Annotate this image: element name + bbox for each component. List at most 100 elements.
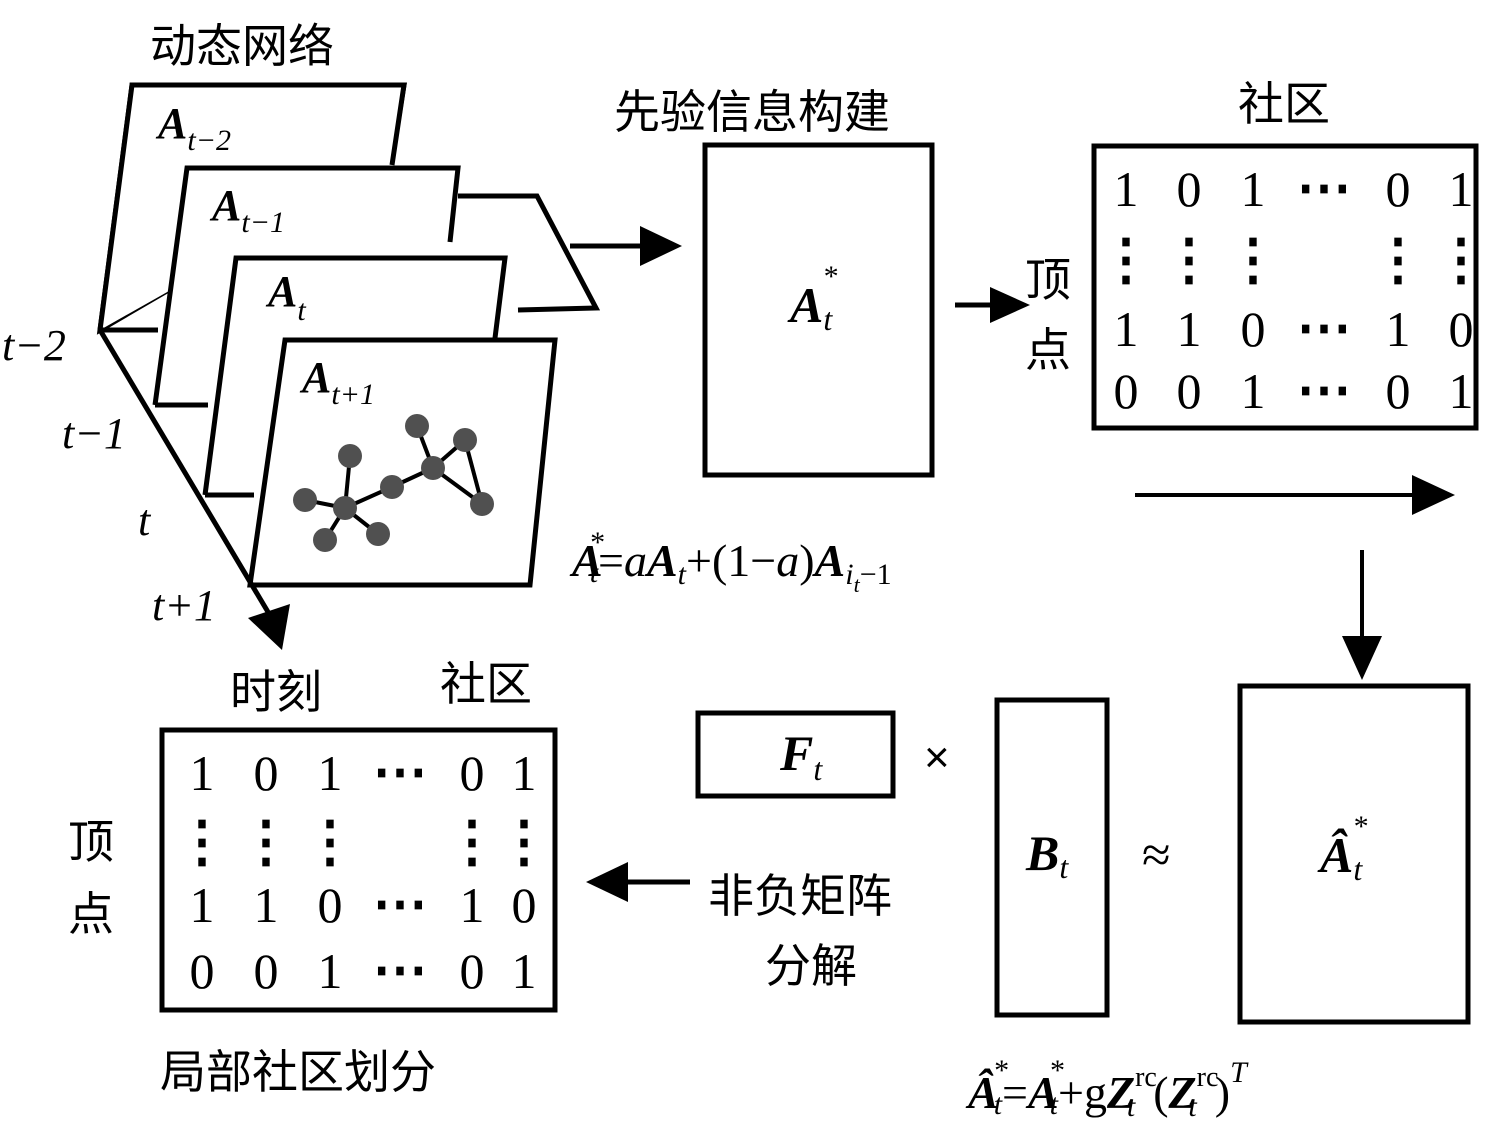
arrowhead-long-right xyxy=(1412,475,1455,515)
matrix-cell: 1 xyxy=(190,745,215,801)
matrix-b-label: Bt xyxy=(1025,825,1069,885)
matrix-cell: ⋮ xyxy=(1226,229,1281,290)
matrix-f-box xyxy=(695,710,896,799)
matrix-cell: 0 xyxy=(1449,301,1474,357)
network-graph xyxy=(293,414,494,552)
matrix-cell: ⋯ xyxy=(1297,297,1352,358)
arrowhead-community xyxy=(990,287,1030,323)
matrix-cell: ⋮ xyxy=(445,811,500,872)
matrix-cell: 1 xyxy=(1177,301,1202,357)
matrix-cell: 0 xyxy=(1177,161,1202,217)
times-symbol: × xyxy=(924,733,950,782)
matrix-cell: ⋯ xyxy=(1297,359,1352,420)
matrix-cell: 1 xyxy=(1241,363,1266,419)
label-vertex-top-2: 点 xyxy=(1025,323,1071,377)
matrix-cell: ⋮ xyxy=(1371,229,1426,290)
layer-label-t+1: At+1 xyxy=(299,353,375,411)
title-prior-info: 先验信息构建 xyxy=(614,85,890,139)
graph-node xyxy=(313,528,337,552)
matrix-cell: ⋮ xyxy=(1162,229,1217,290)
graph-node xyxy=(293,488,317,512)
matrix-cell: ⋯ xyxy=(373,741,428,802)
title-local-partition: 局部社区划分 xyxy=(160,1045,436,1099)
arrowhead-down xyxy=(1342,636,1382,680)
matrix-cell: 1 xyxy=(190,877,215,933)
matrix-cell: 0 xyxy=(1177,363,1202,419)
matrix-cell: 0 xyxy=(512,877,537,933)
layer-label-t-2: At−2 xyxy=(155,99,231,157)
matrix-cell: 1 xyxy=(1386,301,1411,357)
selection-bracket xyxy=(458,193,601,313)
time-axis xyxy=(97,328,271,614)
graph-node xyxy=(338,444,362,468)
matrix-a-star-label: At* xyxy=(787,260,837,337)
matrix-cell: 1 xyxy=(1114,301,1139,357)
label-vertex-bottom-2: 点 xyxy=(68,887,114,941)
matrix-cell: 1 xyxy=(1449,161,1474,217)
layer-label-t-1: At−1 xyxy=(209,181,285,239)
matrix-cell: 0 xyxy=(1241,301,1266,357)
matrix-cell: 1 xyxy=(318,943,343,999)
title-dynamic-network: 动态网络 xyxy=(150,19,334,73)
matrix-a-hat-star-box xyxy=(1237,683,1471,1025)
matrix-cell: 0 xyxy=(1386,363,1411,419)
matrix-cell: 1 xyxy=(1449,363,1474,419)
matrix-cell: 0 xyxy=(190,943,215,999)
label-time-bottom: 时刻 xyxy=(230,665,322,719)
approx-symbol: ≈ xyxy=(1142,827,1171,884)
arrowhead-partition xyxy=(586,862,628,902)
title-community-top: 社区 xyxy=(1238,77,1330,131)
matrix-cell: ⋮ xyxy=(1099,229,1154,290)
matrix-cell: 0 xyxy=(318,877,343,933)
community-matrix-bottom-box xyxy=(159,727,558,1013)
label-vertex-bottom-1: 顶 xyxy=(68,815,114,869)
time-label-t+1: t+1 xyxy=(152,581,216,630)
matrix-cell: ⋮ xyxy=(1434,229,1489,290)
matrix-cell: 1 xyxy=(512,745,537,801)
matrix-cell: 0 xyxy=(254,745,279,801)
matrix-cell: 0 xyxy=(1386,161,1411,217)
layer-label-t: At xyxy=(265,267,306,327)
matrix-cell: ⋮ xyxy=(303,811,358,872)
matrix-cell: 1 xyxy=(318,745,343,801)
matrix-cell: 1 xyxy=(512,943,537,999)
matrix-cell: 0 xyxy=(254,943,279,999)
graph-node xyxy=(405,414,429,438)
graph-node xyxy=(421,456,445,480)
matrix-a-star-box xyxy=(702,142,935,478)
label-community-bottom: 社区 xyxy=(440,657,532,711)
graph-node xyxy=(470,492,494,516)
matrix-cell: ⋯ xyxy=(1297,157,1352,218)
formula-prior: A*t=aAt+(1−a)Ait−1 xyxy=(569,526,892,597)
graph-node xyxy=(366,522,390,546)
graph-node xyxy=(333,496,357,520)
matrix-b-box xyxy=(994,697,1110,1018)
community-matrix-top-box xyxy=(1091,143,1479,431)
time-label-t-1: t−1 xyxy=(62,409,126,458)
matrix-a-hat-star-label: Ât* xyxy=(1317,810,1367,887)
matrix-cell: 0 xyxy=(460,943,485,999)
time-axis-arrowhead xyxy=(248,604,290,650)
matrix-cell: ⋯ xyxy=(373,939,428,1000)
time-label-t-2: t−2 xyxy=(2,321,66,370)
label-nmf-line2: 分解 xyxy=(765,939,857,993)
matrix-cell: 0 xyxy=(1114,363,1139,419)
matrix-cell: 1 xyxy=(1114,161,1139,217)
time-label-t: t xyxy=(138,496,152,545)
layer-frame-t+1 xyxy=(247,337,558,588)
matrix-cell: 1 xyxy=(1241,161,1266,217)
matrix-cell: 1 xyxy=(460,877,485,933)
matrix-f-label: Ft xyxy=(779,725,823,787)
matrix-cell: ⋮ xyxy=(497,811,552,872)
graph-node xyxy=(453,428,477,452)
graph-node xyxy=(380,475,404,499)
matrix-cell: 1 xyxy=(254,877,279,933)
matrix-cell: 0 xyxy=(460,745,485,801)
arrowhead-prior xyxy=(640,226,682,266)
matrix-cell: ⋮ xyxy=(239,811,294,872)
matrix-cell: ⋮ xyxy=(175,811,230,872)
